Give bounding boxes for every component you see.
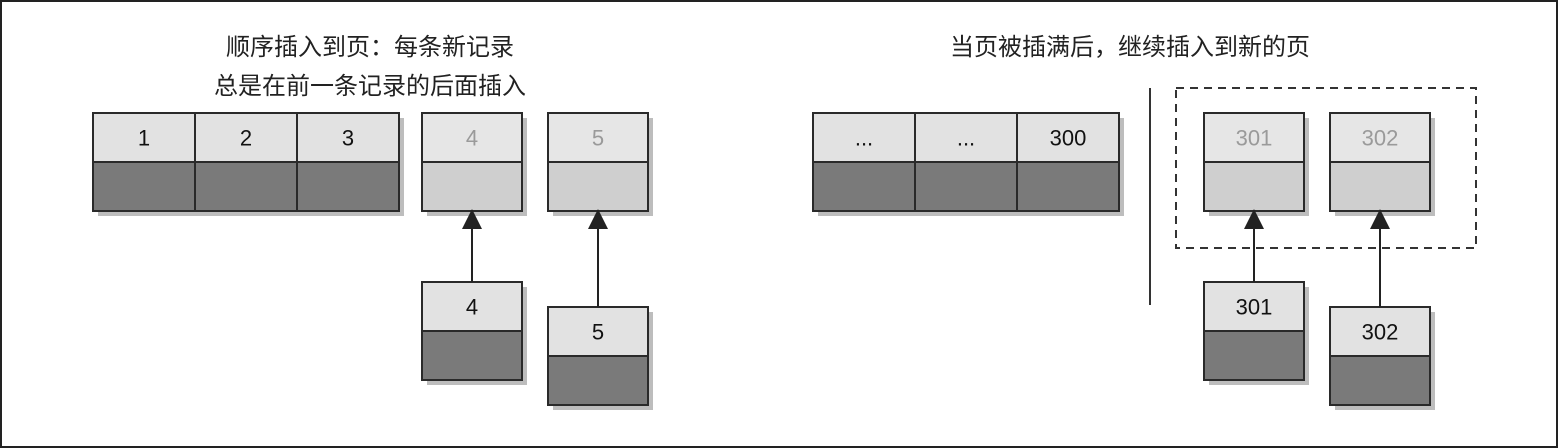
left-new-record-label: 5	[592, 320, 604, 345]
right-new-page-cell: 302	[1329, 112, 1435, 216]
left-faded-cell-body	[421, 161, 523, 212]
left-faded-cell-body	[547, 161, 649, 212]
right-new-page-cell-body	[1329, 161, 1431, 212]
left-faded-cell: 4	[421, 112, 527, 216]
right-new-record-body	[1203, 330, 1305, 381]
left-new-record-body	[421, 330, 523, 381]
left-caption-line1: 顺序插入到页：每条新记录	[226, 33, 514, 61]
left-page-cell-label: 3	[342, 126, 354, 151]
right-new-page-cell-label: 302	[1362, 126, 1399, 151]
right-page-cell: ...	[812, 112, 920, 216]
left-page-cell-body	[296, 161, 400, 212]
left-page-cell: 3	[296, 112, 404, 216]
diagram-marks: 1 2 3 4 5 4 5...... 300 301 302 301 302	[92, 112, 1435, 410]
left-faded-cell-label: 4	[466, 126, 478, 151]
right-new-record-header	[1203, 281, 1305, 332]
right-new-record-label: 301	[1236, 295, 1273, 320]
right-page-cell-label: ...	[957, 126, 975, 151]
left-page-cell-body	[194, 161, 298, 212]
left-faded-cell-header	[421, 112, 523, 163]
left-faded-cell-label: 5	[592, 126, 604, 151]
right-new-record-label: 302	[1362, 320, 1399, 345]
left-page-cell-label: 2	[240, 126, 252, 151]
left-faded-cell: 5	[547, 112, 653, 216]
left-page-cell-body	[92, 161, 196, 212]
left-new-record-body	[547, 355, 649, 406]
left-new-record-label: 4	[466, 295, 478, 320]
right-page-cell-body	[812, 161, 916, 212]
right-page-cell-header	[1016, 112, 1120, 163]
left-page-cell-label: 1	[138, 126, 150, 151]
right-new-record: 301	[1203, 281, 1309, 385]
right-new-record-body	[1329, 355, 1431, 406]
right-page-cell-body	[914, 161, 1018, 212]
left-new-record: 5	[547, 306, 653, 410]
left-new-record: 4	[421, 281, 527, 385]
right-new-page-cell-body	[1203, 161, 1305, 212]
right-new-page-cell-header	[1329, 112, 1431, 163]
right-page-cell-body	[1016, 161, 1120, 212]
right-page-cell: ...	[914, 112, 1022, 216]
left-page-cell: 1	[92, 112, 200, 216]
right-page-cell-header	[914, 112, 1018, 163]
new-page-frame	[1175, 87, 1477, 249]
right-page-cell-label: ...	[855, 126, 873, 151]
left-faded-cell-header	[547, 112, 649, 163]
right-new-record: 302	[1329, 306, 1435, 410]
right-page-cell: 300	[1016, 112, 1124, 216]
right-new-page-cell: 301	[1203, 112, 1309, 216]
left-caption-line2: 总是在前一条记录的后面插入	[214, 72, 526, 100]
right-new-page-cell-label: 301	[1236, 126, 1273, 151]
left-page-cell: 2	[194, 112, 302, 216]
left-new-record-header	[421, 281, 523, 332]
right-page-cell-label: 300	[1050, 126, 1087, 151]
left-page-cell-header	[296, 112, 400, 163]
right-caption: 当页被插满后，继续插入到新的页	[950, 33, 1310, 61]
